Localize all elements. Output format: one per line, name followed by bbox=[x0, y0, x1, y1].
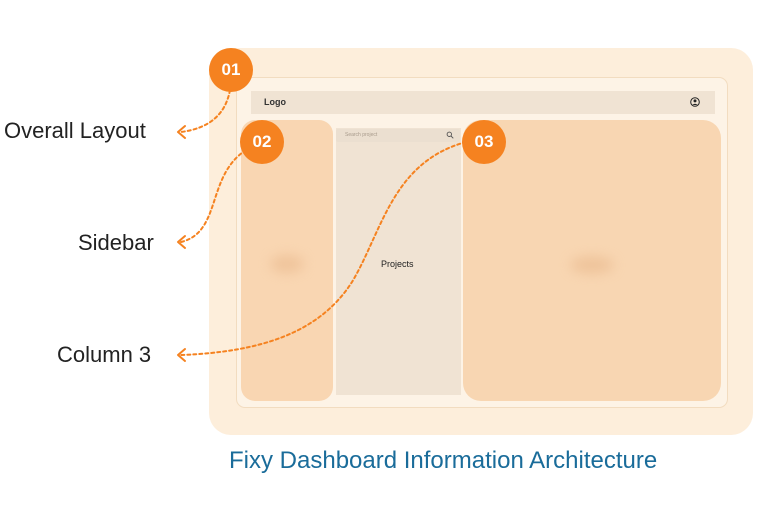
arrow-02 bbox=[177, 235, 186, 249]
callout-label-column-3: Column 3 bbox=[57, 342, 152, 367]
projects-label: Projects bbox=[381, 259, 414, 269]
arrow-01 bbox=[177, 125, 186, 139]
user-icon bbox=[690, 97, 700, 107]
connector-02 bbox=[180, 149, 247, 243]
callout-label-sidebar: Sidebar bbox=[78, 230, 154, 255]
sidebar-blurred-content bbox=[270, 255, 304, 273]
search-placeholder: Search project bbox=[345, 132, 378, 138]
top-bar bbox=[251, 91, 715, 114]
diagram-caption: Fixy Dashboard Information Architecture bbox=[229, 447, 658, 474]
search-input[interactable] bbox=[336, 129, 460, 142]
callout-badge-02: 02 bbox=[240, 120, 284, 164]
column-3-blurred-content bbox=[570, 256, 614, 274]
search-icon bbox=[446, 131, 454, 139]
logo: Logo bbox=[264, 97, 286, 107]
callout-badge-03: 03 bbox=[462, 120, 506, 164]
connector-03 bbox=[180, 141, 467, 356]
arrow-03 bbox=[177, 348, 186, 362]
projects-column bbox=[336, 128, 461, 395]
connector-01 bbox=[180, 89, 231, 133]
callout-label-overall-layout: Overall Layout bbox=[4, 118, 146, 143]
callout-badge-01: 01 bbox=[209, 48, 253, 92]
